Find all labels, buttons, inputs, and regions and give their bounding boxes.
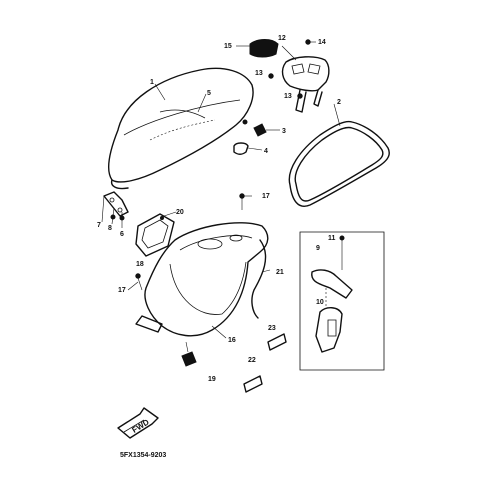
callout-17a: 17 [262,193,270,200]
callout-16: 16 [228,337,236,344]
callout-3: 3 [282,128,286,135]
callout-7: 7 [97,222,101,229]
battery-cover [135,213,175,257]
callout-13a: 13 [255,70,263,77]
seat-seal-strip [288,120,390,207]
callout-1: 1 [150,79,154,86]
seat-damper [233,123,267,155]
callout-18: 18 [136,261,144,268]
callout-numbers: 1 2 3 4 5 6 7 8 9 10 11 12 13 13 14 15 1… [97,35,341,383]
carrier-cover [249,39,279,58]
rear-carrier [268,39,330,113]
warning-labels [243,333,287,393]
fwd-label: FWD [130,417,150,434]
seat-lock-cable [251,239,267,319]
callout-11: 11 [328,235,336,242]
callout-21: 21 [276,269,284,276]
callout-9: 9 [316,245,320,252]
callout-17b: 17 [118,287,126,294]
callout-19: 19 [208,376,216,383]
callout-10: 10 [316,299,324,306]
drawing-code: 5FX1354-9203 [120,452,166,459]
callout-12: 12 [278,35,286,42]
callout-8: 8 [108,225,112,232]
callout-20: 20 [176,209,184,216]
seat-hinge [101,191,129,228]
storage-box [135,193,269,337]
fwd-arrow: FWD [117,407,159,439]
box-clip [181,341,197,367]
callout-22: 22 [248,357,256,364]
callout-23: 23 [268,325,276,332]
callout-5: 5 [207,90,211,97]
callout-13b: 13 [284,93,292,100]
callout-4: 4 [264,148,268,155]
callout-14: 14 [318,39,326,46]
callout-6: 6 [120,231,124,238]
leader-lines [127,41,341,339]
callout-15: 15 [224,43,232,50]
seat-lock-detail [299,231,385,371]
seat [108,67,254,190]
callout-2: 2 [337,99,341,106]
